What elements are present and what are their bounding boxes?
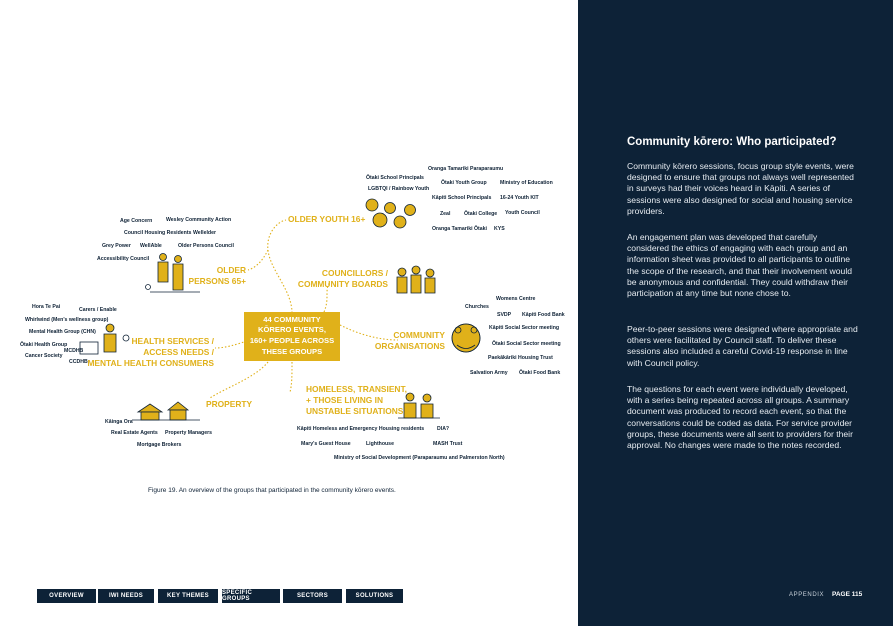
group-older-persons: PERSONS 65+ [189, 276, 247, 286]
community-illustration [451, 323, 481, 353]
panel-title: Community kōrero: Who participated? [627, 136, 837, 148]
panel-paragraph: Community kōrero sessions, focus group s… [627, 161, 854, 216]
property-label: Property Managers [165, 430, 212, 436]
group-councillors: COMMUNITY BOARDS [298, 279, 389, 289]
councillors-illustration [396, 265, 436, 294]
health-illustration [79, 323, 130, 355]
health-label: Mental Health Group (CHN) [29, 329, 96, 335]
nav-key-themes[interactable]: KEY THEMES [158, 589, 218, 603]
community-label: SVDP [497, 312, 512, 318]
homeless-label: Ministry of Social Development (Parapara… [334, 455, 505, 461]
group-homeless: UNSTABLE SITUATIONS [306, 406, 404, 416]
group-health: HEALTH SERVICES / [131, 336, 214, 346]
older-label: Wesley Community Action [166, 217, 231, 223]
health-label: CCDHB [69, 359, 88, 365]
connector-lines [209, 219, 399, 399]
community-label: Paekākāriki Housing Trust [488, 355, 553, 361]
health-label: Cancer Society [25, 353, 63, 359]
group-homeless: + THOSE LIVING IN [306, 395, 383, 405]
community-label: Salvation Army [470, 370, 508, 376]
community-label: Kāpiti Food Bank [522, 312, 565, 318]
older-label: Council Housing Residents [124, 230, 192, 236]
health-label: Carers / Enable [79, 307, 117, 313]
center-line: 44 COMMUNITY [263, 315, 320, 324]
youth-label: 16-24 Youth KIT [500, 195, 540, 201]
youth-label: Youth Council [505, 210, 540, 216]
youth-label: Oranga Tamariki Paraparaumu [428, 166, 503, 172]
group-community-orgs: COMMUNITY [393, 330, 445, 340]
center-line: KŌRERO EVENTS, [258, 325, 326, 334]
youth-label: KYS [494, 226, 505, 232]
participation-mindmap: 44 COMMUNITY KŌRERO EVENTS, 160+ PEOPLE … [20, 166, 565, 494]
health-label: Hora Te Pai [32, 304, 61, 310]
center-box: 44 COMMUNITY KŌRERO EVENTS, 160+ PEOPLE … [244, 312, 340, 361]
community-label: Ōtaki Social Sector meeting [492, 340, 561, 347]
nav-specific-groups[interactable]: SPECIFIC GROUPS [222, 589, 280, 603]
nav-sectors[interactable]: SECTORS [283, 589, 342, 603]
youth-label: Kāpiti School Principals [432, 195, 491, 201]
panel-paragraph: An engagement plan was developed that ca… [627, 232, 853, 299]
youth-label: Zeal [440, 211, 451, 217]
group-community-orgs: ORGANISATIONS [375, 341, 446, 351]
footer-section-label: APPENDIX [789, 592, 825, 598]
homeless-label: MASH Trust [433, 441, 463, 447]
homeless-illustration [398, 392, 440, 419]
group-older-persons: OLDER [217, 265, 246, 275]
health-label: Ōtaki Health Group [20, 341, 67, 348]
nav-solutions[interactable]: SOLUTIONS [346, 589, 403, 603]
property-illustration [132, 401, 200, 421]
homeless-label: Kāpiti Homeless and Emergency Housing re… [297, 426, 424, 432]
older-label: Older Persons Council [178, 243, 234, 249]
center-line: 160+ PEOPLE ACROSS [250, 336, 334, 345]
youth-label: Ministry of Education [500, 180, 553, 186]
property-label: Kāinga Ora [105, 419, 133, 425]
nav-overview[interactable]: OVERVIEW [37, 589, 96, 603]
older-persons-illustration [145, 253, 200, 293]
homeless-label: Mary's Guest House [301, 441, 351, 447]
group-health: MENTAL HEALTH CONSUMERS [87, 358, 214, 368]
panel-paragraph: The questions for each event were indivi… [627, 384, 853, 451]
youth-label: Oranga Tamariki Ōtaki [432, 225, 488, 232]
community-label: Kāpiti Social Sector meeting [489, 325, 559, 331]
community-label: Churches [465, 304, 489, 310]
older-label: WellAble [140, 243, 162, 249]
youth-label: Ōtaki School Principals [366, 174, 424, 181]
group-older-youth: OLDER YOUTH 16+ [288, 214, 365, 224]
older-label: Grey Power [102, 243, 131, 249]
homeless-label: Lighthouse [366, 441, 394, 447]
older-label: Accessibility Council [97, 256, 150, 262]
youth-label: Ōtaki College [464, 210, 497, 217]
youth-illustration [365, 198, 416, 229]
group-health: ACCESS NEEDS / [143, 347, 214, 357]
homeless-label: DIA? [437, 426, 449, 432]
figure-caption: Figure 19. An overview of the groups tha… [148, 487, 396, 494]
older-label: Age Concern [120, 218, 152, 224]
panel-paragraph: Peer-to-peer sessions were designed wher… [627, 324, 858, 368]
health-label: Whirlwind (Men's wellness group) [25, 317, 109, 323]
community-label: Womens Centre [496, 296, 536, 302]
youth-label: Ōtaki Youth Group [441, 179, 487, 186]
health-label: MCDHB [64, 348, 84, 354]
group-councillors: COUNCILLORS / [322, 268, 389, 278]
youth-label: LGBTQI / Rainbow Youth [368, 186, 429, 192]
nav-iwi-needs[interactable]: IWI NEEDS [98, 589, 154, 603]
right-info-panel [578, 0, 893, 626]
footer-page-number: PAGE 115 [832, 591, 863, 598]
property-label: Real Estate Agents [111, 430, 158, 436]
older-label: Wellelder [193, 230, 216, 236]
property-label: Mortgage Brokers [137, 442, 182, 448]
community-label: Ōtaki Food Bank [519, 369, 560, 376]
group-homeless: HOMELESS, TRANSIENT, [306, 384, 407, 394]
group-property: PROPERTY [206, 399, 252, 409]
center-line: THESE GROUPS [262, 347, 322, 356]
